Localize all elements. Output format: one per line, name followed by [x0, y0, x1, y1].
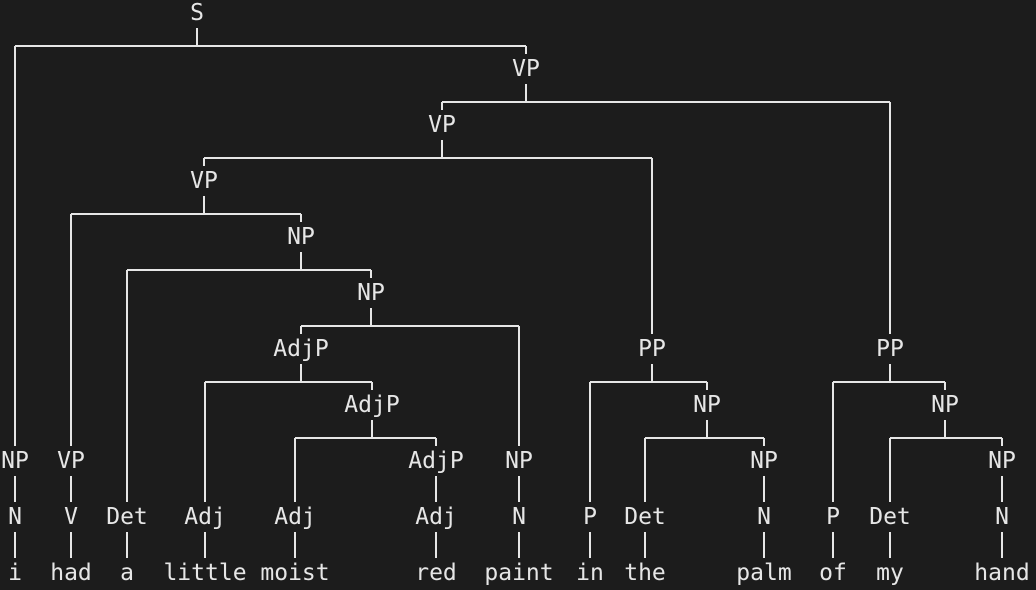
node-label: NP	[693, 392, 721, 418]
node-label: AdjP	[273, 336, 328, 362]
node-label: NP	[988, 448, 1016, 474]
node-label: VP	[190, 168, 218, 194]
node-label: AdjP	[344, 392, 399, 418]
node-label: VP	[512, 56, 540, 82]
word-label: red	[415, 560, 457, 586]
node-label: NP	[750, 448, 778, 474]
word-label: i	[8, 560, 22, 586]
node-label: V	[64, 504, 78, 530]
node-label: P	[583, 504, 597, 530]
word-label: a	[120, 560, 134, 586]
node-label: NP	[287, 224, 315, 250]
word-label: the	[624, 560, 666, 586]
node-label: Adj	[184, 504, 226, 530]
node-label: PP	[876, 336, 904, 362]
node-label: N	[995, 504, 1009, 530]
word-label: little	[163, 560, 246, 586]
node-label: NP	[357, 280, 385, 306]
node-label: P	[826, 504, 840, 530]
node-label: NP	[931, 392, 959, 418]
node-label: VP	[428, 112, 456, 138]
node-label: N	[8, 504, 22, 530]
node-label: Adj	[415, 504, 457, 530]
node-label: N	[757, 504, 771, 530]
node-label: PP	[638, 336, 666, 362]
node-label: Det	[869, 504, 911, 530]
word-label: hand	[974, 560, 1029, 586]
word-label: had	[50, 560, 92, 586]
word-label: in	[576, 560, 604, 586]
node-label: Adj	[274, 504, 316, 530]
word-label: my	[876, 560, 904, 586]
word-label: palm	[736, 560, 791, 586]
word-label: paint	[484, 560, 553, 586]
node-label: S	[190, 0, 204, 26]
word-label: moist	[260, 560, 329, 586]
node-label: N	[512, 504, 526, 530]
node-label: AdjP	[408, 448, 463, 474]
node-label: Det	[624, 504, 666, 530]
node-label: Det	[106, 504, 148, 530]
node-label: NP	[505, 448, 533, 474]
word-label: of	[819, 560, 847, 586]
node-label: VP	[57, 448, 85, 474]
node-label: NP	[1, 448, 29, 474]
